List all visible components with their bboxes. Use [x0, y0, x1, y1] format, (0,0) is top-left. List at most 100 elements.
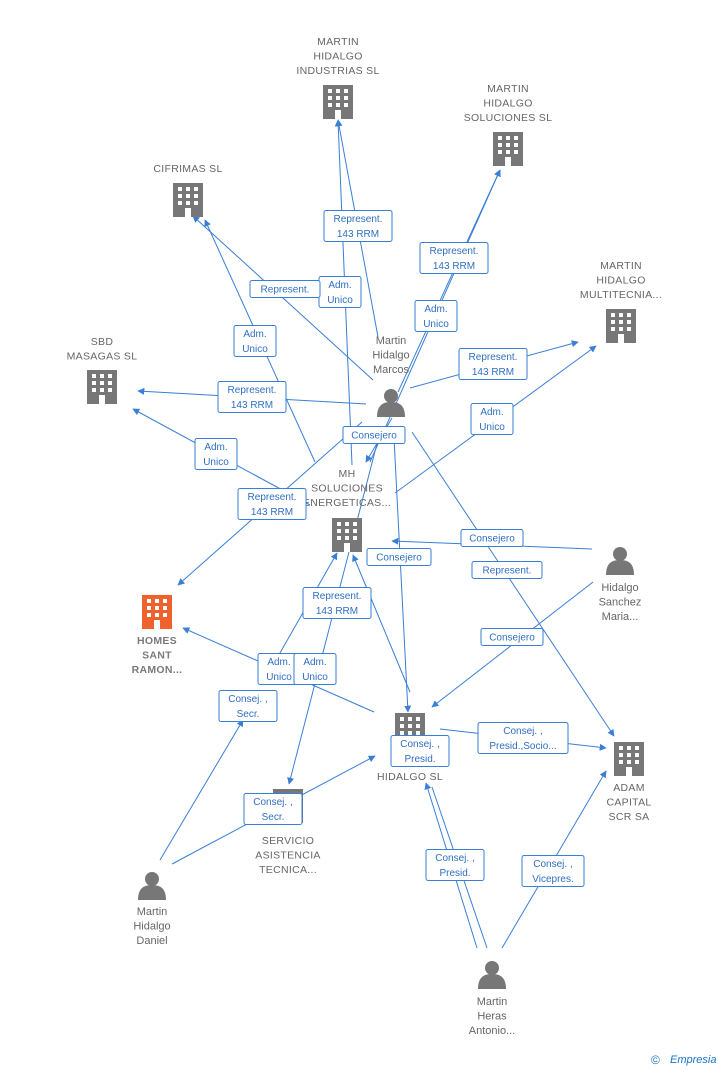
relationship-label[interactable]: Represent.143 RRM — [419, 242, 489, 274]
relationship-label[interactable]: Consej. ,Presid.,Socio... — [477, 722, 569, 754]
company-node[interactable]: HOMESSANTRAMON... — [132, 595, 183, 676]
relationship-label-box — [425, 849, 485, 881]
relationship-label-text: Presid. — [439, 868, 470, 879]
relationship-label-text: Represent. — [248, 492, 297, 503]
relationship-label-text: Represent. — [313, 591, 362, 602]
node-label-line: SBD — [91, 336, 114, 348]
relationship-label[interactable]: Consejero — [480, 628, 544, 646]
relationship-label[interactable]: Adm.Unico — [293, 653, 337, 685]
relationship-label[interactable]: Adm.Unico — [470, 403, 514, 435]
relationship-label[interactable]: Represent.143 RRM — [302, 587, 372, 619]
node-label-line: CIFRIMAS SL — [153, 163, 222, 175]
relationship-label-box — [218, 690, 278, 722]
node-label-line: SANT — [142, 650, 172, 662]
company-node[interactable]: SBD MASAGAS SL — [67, 336, 138, 404]
relationship-label-text: 143 RRM — [337, 229, 379, 240]
company-node[interactable]: MHSOLUCIONESENERGETICAS... — [303, 468, 391, 552]
relationship-label-text: Unico — [242, 344, 268, 355]
relationship-label[interactable]: Adm.Unico — [257, 653, 301, 685]
relationship-label-box — [477, 722, 569, 754]
relationship-label-text: Adm. — [328, 280, 351, 291]
relationship-label-text: Unico — [203, 457, 229, 468]
node-label-line: MARTIN — [487, 83, 529, 95]
relationship-label-box — [194, 438, 238, 470]
node-label-line: SOLUCIONES — [311, 483, 383, 495]
edge-layer — [132, 119, 615, 949]
node-label-line: SERVICIO — [262, 835, 314, 847]
node-label-line: ASISTENCIA — [255, 850, 320, 862]
building-icon — [142, 595, 172, 629]
relationship-label[interactable]: Consejero — [366, 548, 432, 566]
node-label-line: HIDALGO SL — [377, 771, 443, 783]
relationship-label-box — [521, 855, 585, 887]
relationship-label-text: Unico — [479, 422, 505, 433]
relationship-label[interactable]: Consejero — [460, 529, 524, 547]
relationship-label[interactable]: Adm. Unico — [318, 276, 362, 308]
relationship-label-box — [342, 426, 406, 444]
relationship-label[interactable]: Represent.143 RRM — [217, 381, 287, 413]
company-node[interactable]: SERVICIOASISTENCIATECNICA... — [255, 789, 320, 876]
relationship-label-text: Consejero — [489, 633, 535, 644]
relationship-label-text: 143 RRM — [433, 261, 475, 272]
person-node[interactable]: MartinHerasAntonio... — [469, 961, 515, 1037]
node-label-line: Heras — [477, 1011, 507, 1023]
relationship-label-text: Consejero — [469, 534, 515, 545]
company-node[interactable]: MARTINHIDALGOMULTITECNIA... — [580, 260, 662, 343]
node-label-line: HIDALGO — [596, 275, 645, 287]
node-label-line: MULTITECNIA... — [580, 289, 662, 301]
relationship-label[interactable]: Represent. — [471, 561, 543, 579]
building-icon — [606, 309, 636, 343]
relationship-label-text: Secr. — [237, 709, 260, 720]
relationship-label-text: Represent. — [261, 285, 310, 296]
edge-line — [159, 719, 244, 861]
person-node[interactable]: HidalgoSanchezMaria... — [599, 547, 642, 623]
building-icon — [614, 742, 644, 776]
node-label-line: CAPITAL — [606, 797, 651, 809]
company-node[interactable]: HIDALGO SL — [377, 713, 443, 783]
node-label-line: Hidalgo — [133, 921, 170, 933]
relationship-label-text: Unico — [327, 295, 353, 306]
node-label-line: ADAM — [613, 782, 645, 794]
relationship-label-text: Vicepres. — [532, 874, 574, 885]
relationship-label-box — [323, 210, 393, 242]
relationship-label-text: Presid. — [404, 754, 435, 765]
relationship-label-box — [243, 793, 303, 825]
relationship-label-text: Consejero — [351, 431, 397, 442]
node-label-line: Marcos — [373, 364, 410, 376]
relationship-label[interactable]: Consej. , Presid. — [390, 735, 450, 767]
relationship-label[interactable]: Consej. ,Vicepres. — [521, 855, 585, 887]
node-label-line: RAMON... — [132, 664, 183, 676]
relationship-label-box — [419, 242, 489, 274]
relationship-label[interactable]: Represent.143 RRM — [237, 488, 307, 520]
edge-line — [352, 554, 411, 693]
relationship-label[interactable]: Represent.143 RRM — [458, 348, 528, 380]
node-label-line: MASAGAS SL — [67, 351, 138, 363]
relationship-label-text: Adm. — [303, 657, 326, 668]
relationship-label[interactable]: Represent.143 RRM — [323, 210, 393, 242]
company-node[interactable]: CIFRIMAS SL — [153, 163, 222, 217]
relationship-label[interactable]: Adm.Unico — [414, 300, 458, 332]
node-label-line: Hidalgo — [372, 350, 409, 362]
person-icon — [138, 872, 166, 900]
relationship-label[interactable]: Consej. ,Secr. — [243, 793, 303, 825]
relationship-label-text: Adm. — [243, 329, 266, 340]
node-label-line: Martin — [376, 335, 407, 347]
relationship-label[interactable]: Represent. — [249, 280, 321, 298]
building-icon — [493, 132, 523, 166]
relationship-label[interactable]: Adm. Unico — [233, 325, 277, 357]
relationship-label[interactable]: Consej. ,Presid. — [425, 849, 485, 881]
relationship-label[interactable]: Consej. ,Secr. — [218, 690, 278, 722]
relationship-label[interactable]: Consejero — [342, 426, 406, 444]
relationship-label-text: Consej. , — [400, 739, 439, 750]
relationship-label-box — [217, 381, 287, 413]
node-label-line: INDUSTRIAS SL — [296, 65, 379, 77]
edge-label-layer: Represent.143 RRMAdm.UnicoRepresent.143 … — [194, 210, 585, 887]
relationship-label-box — [293, 653, 337, 685]
relationship-label[interactable]: Adm.Unico — [194, 438, 238, 470]
relationship-label-box — [237, 488, 307, 520]
